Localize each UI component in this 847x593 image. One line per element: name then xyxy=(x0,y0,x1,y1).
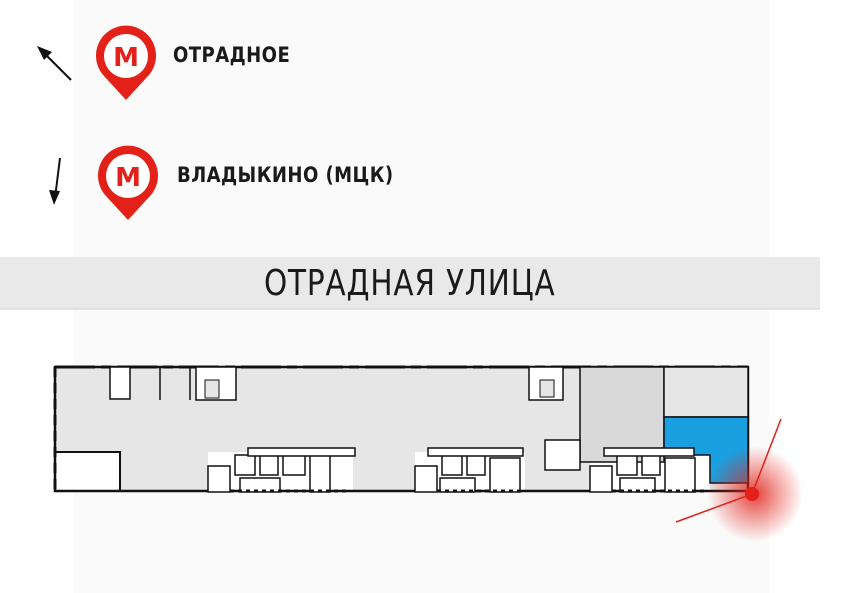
svg-text:M: M xyxy=(115,163,141,193)
station-label: ОТРАДНОЕ xyxy=(173,43,291,67)
street-band xyxy=(0,257,820,309)
station-label: ВЛАДЫКИНО (МЦК) xyxy=(177,163,394,187)
street-name-text: ОТРАДНАЯ УЛИЦА xyxy=(264,262,556,304)
building-plan xyxy=(53,365,758,493)
arrow-down-icon xyxy=(49,157,61,205)
metro-m-icon: M xyxy=(96,25,156,101)
svg-text:M: M xyxy=(113,43,139,73)
street-name: ОТРАДНАЯ УЛИЦА xyxy=(0,257,820,309)
arrow-up-left-icon xyxy=(37,46,72,81)
metro-m-icon: M xyxy=(98,145,159,220)
location-dot-icon xyxy=(675,418,803,542)
